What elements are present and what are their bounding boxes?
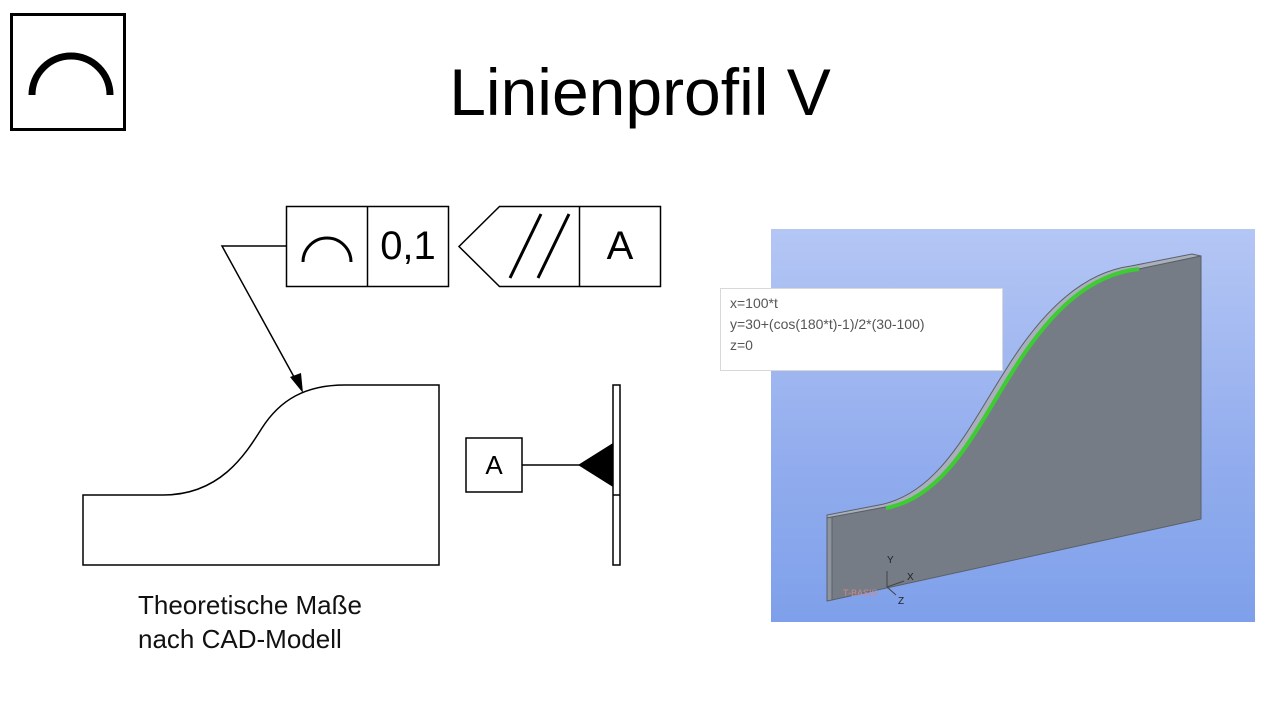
parallel-icon [536, 213, 571, 279]
line-profile-symbol-box [10, 13, 126, 131]
datum-triangle-icon [578, 443, 613, 487]
tolerance-value: 0,1 [380, 224, 436, 268]
datum-reference-letter: A [606, 224, 634, 268]
cad-part-render [826, 253, 1202, 602]
datum-feature-label: A [485, 450, 503, 480]
equation-line: x=100*t [730, 295, 778, 311]
line-profile-icon [301, 236, 353, 263]
equation-line: z=0 [730, 337, 753, 353]
datum-feature-box [465, 437, 523, 493]
parallel-icon [508, 213, 543, 279]
coordinate-triad [886, 571, 905, 596]
datum-surface-bar [612, 384, 621, 566]
axis-y-label: Y [887, 555, 894, 566]
line-profile-icon [28, 52, 114, 96]
equation-line: y=30+(cos(180*t)-1)/2*(30-100) [730, 316, 925, 332]
technical-drawing [82, 205, 662, 566]
axis-x-label: X [907, 572, 914, 583]
page-title: Linienprofil V [449, 55, 831, 129]
feature-control-frame [285, 205, 450, 288]
caption-line-1: Theoretische Maße [138, 590, 362, 620]
caption-line-2: nach CAD-Modell [138, 624, 342, 654]
highlighted-profile-curve [885, 267, 1140, 510]
datum-reference-frame [457, 205, 662, 288]
axis-z-label: Z [898, 596, 905, 607]
caption: Theoretische Maße nach CAD-Modell [138, 588, 498, 656]
coordinate-system-label: T-BASIS [843, 588, 878, 598]
curve-equation-panel: x=100*t y=30+(cos(180*t)-1)/2*(30-100) z… [720, 288, 1003, 371]
part-side-face [826, 516, 833, 602]
arrowhead-icon [290, 373, 303, 393]
leader-line [220, 245, 303, 393]
part-profile-outline [82, 384, 440, 566]
